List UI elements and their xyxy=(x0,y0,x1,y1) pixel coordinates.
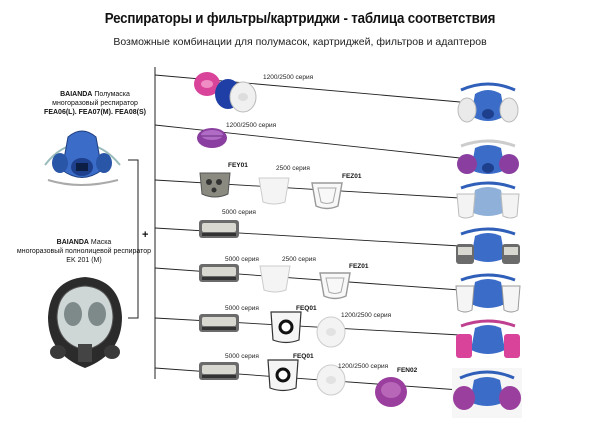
row3-label-fez01: FEZ01 xyxy=(342,173,362,180)
row3-label-fey01: FEY01 xyxy=(228,162,248,169)
full-mask-name: Маска xyxy=(91,239,111,246)
row5-retainer-fez01-image xyxy=(318,270,352,302)
row5-label-fez01: FEZ01 xyxy=(349,263,369,270)
row1-filters-image xyxy=(193,70,268,115)
row7-label-5000: 5000 серия xyxy=(225,353,259,360)
result-respirator-4-image xyxy=(455,226,521,270)
row7-adapter-feq01-image xyxy=(265,358,301,394)
full-mask-brand: BAIANDA xyxy=(57,239,89,246)
row6-adapter-feq01-image xyxy=(268,310,304,346)
row7-filter-fen02-image xyxy=(374,376,408,408)
row3-retainer-fez01-image xyxy=(310,180,344,212)
row5-pad-image xyxy=(258,262,292,294)
full-mask-line2: многоразовый полнолицевой респиратор xyxy=(14,248,154,257)
row3-adapter-fey01-image xyxy=(197,170,233,200)
result-respirator-5-image xyxy=(455,272,521,316)
half-mask-image xyxy=(40,125,125,195)
result-respirator-3-image xyxy=(455,180,521,222)
result-respirator-7-image xyxy=(452,368,522,418)
row7-cartridge-image xyxy=(198,360,240,382)
row5-cartridge-image xyxy=(198,262,240,284)
row6-cartridge-image xyxy=(198,312,240,334)
row1-label-series: 1200/2500 серия xyxy=(263,74,313,81)
row5-label-2500: 2500 серия xyxy=(282,256,316,263)
row4-cartridge-image xyxy=(198,218,240,240)
page-subtitle: Возможные комбинации для полумасок, карт… xyxy=(0,36,600,48)
result-respirator-2-image xyxy=(455,138,521,180)
result-respirator-6-image xyxy=(455,318,521,364)
row3-pad-image xyxy=(257,174,291,206)
row6-label-5000: 5000 серия xyxy=(225,305,259,312)
row4-label-5000: 5000 серия xyxy=(222,209,256,216)
row3-label-2500: 2500 серия xyxy=(276,165,310,172)
page-title: Респираторы и фильтры/картриджи - таблиц… xyxy=(24,11,576,27)
half-mask-name: Полумаска xyxy=(94,91,130,98)
half-mask-line2: многоразовый респиратор xyxy=(40,100,150,109)
row7-label-fen02: FEN02 xyxy=(397,367,417,374)
full-mask-caption: BAIANDA Маска многоразовый полнолицевой … xyxy=(14,239,154,265)
row2-cartridge-image xyxy=(196,127,228,149)
row6-pad-image xyxy=(316,316,346,348)
half-mask-caption: BAIANDA Полумаска многоразовый респирато… xyxy=(40,91,150,117)
row7-label-series: 1200/2500 серия xyxy=(338,363,388,370)
row2-label-series: 1200/2500 серия xyxy=(226,122,276,129)
full-mask-image xyxy=(40,272,130,372)
result-respirator-1-image xyxy=(455,80,521,128)
half-mask-models: FEA06(L). FEA07(M). FEA08(S) xyxy=(40,109,150,118)
full-mask-model: EK 201 (M) xyxy=(14,257,154,266)
row6-label-series: 1200/2500 серия xyxy=(341,312,391,319)
half-mask-brand: BAIANDA xyxy=(60,91,92,98)
